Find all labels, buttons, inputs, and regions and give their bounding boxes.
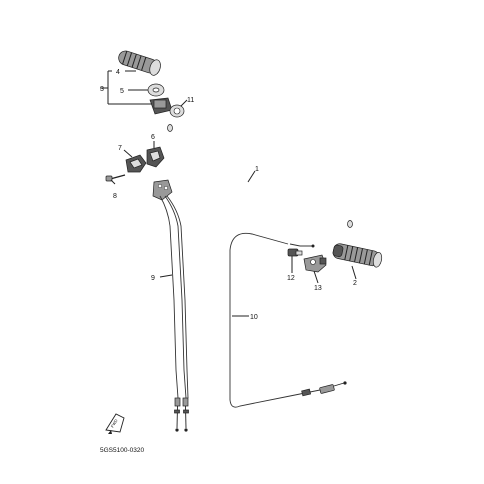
callout-8: 8 (113, 193, 117, 200)
fwd-arrow-icon: FWD (105, 413, 125, 434)
throttle-housing (149, 97, 173, 115)
leader-lines (100, 70, 357, 317)
callout-11: 11 (187, 97, 194, 104)
callout-labels: 4 3 5 11 6 7 8 1 2 12 13 9 10 (100, 69, 357, 321)
callout-1: 1 (255, 166, 259, 173)
callout-13: 13 (314, 285, 322, 292)
fwd-label: FWD (110, 418, 119, 428)
callout-6: 6 (151, 134, 155, 141)
part-8-screw (105, 174, 126, 182)
callout-4: 4 (116, 69, 120, 76)
part-2-right-grip (332, 243, 383, 268)
part-5-washer (147, 83, 165, 97)
cable-holder (152, 179, 173, 201)
part-4-left-grip (118, 50, 161, 76)
part-6-switch-upper (146, 146, 165, 168)
part-12-adjuster (287, 248, 303, 257)
diagram-code: 5GS5100-0320 (100, 447, 144, 454)
callout-9: 9 (151, 275, 155, 282)
part-11-collar (169, 104, 185, 118)
part-7-switch-lower (125, 154, 147, 173)
part-1-handlebar (167, 124, 353, 228)
callout-7: 7 (118, 145, 122, 152)
callout-10: 10 (250, 314, 258, 321)
part-13-lever-holder (303, 254, 327, 273)
part-10-clutch-cable (229, 232, 347, 408)
callout-12: 12 (287, 275, 295, 282)
callout-2: 2 (353, 280, 357, 287)
callout-5: 5 (120, 88, 124, 95)
callout-3: 3 (100, 86, 104, 93)
part-9-throttle-cables (159, 195, 189, 432)
